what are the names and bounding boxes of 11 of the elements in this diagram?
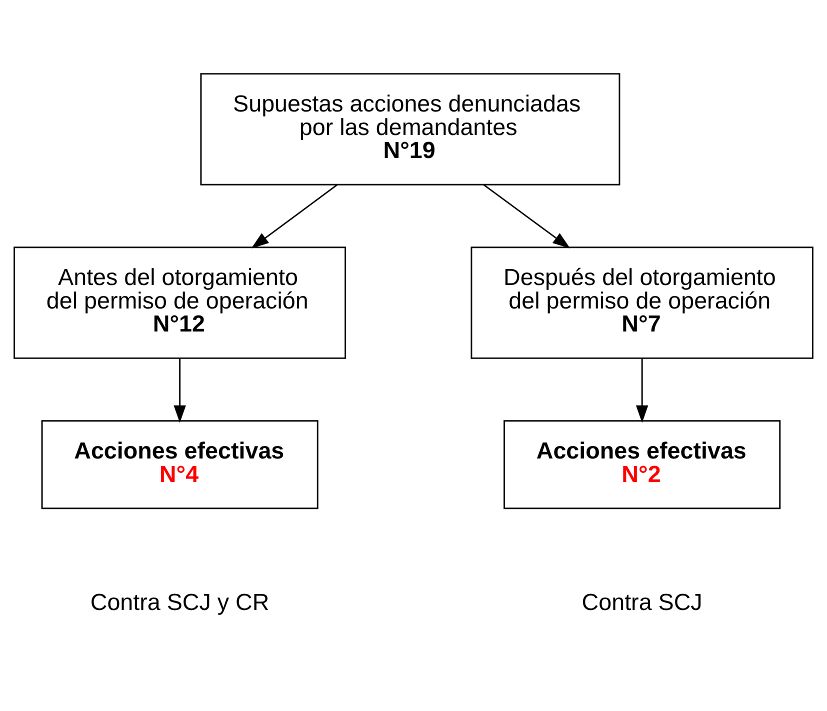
arrow xyxy=(636,358,648,422)
node-box: Supuestas acciones denunciadas por las demandantes N°19 xyxy=(200,72,620,185)
label: Contra SCJ xyxy=(582,588,702,615)
node-box: Después del otorgamiento del permiso de operación N°7 xyxy=(470,246,814,358)
node-box: Antes del otorgamiento del permiso de operación N°12 xyxy=(14,246,346,358)
node-box: Acciones efectivas N°4 xyxy=(41,420,318,509)
node-box: Acciones efectivas N°2 xyxy=(504,420,781,509)
arrow xyxy=(483,184,570,248)
arrow xyxy=(251,184,338,248)
arrow xyxy=(174,358,186,422)
label: Contra SCJ y CR xyxy=(90,588,270,615)
